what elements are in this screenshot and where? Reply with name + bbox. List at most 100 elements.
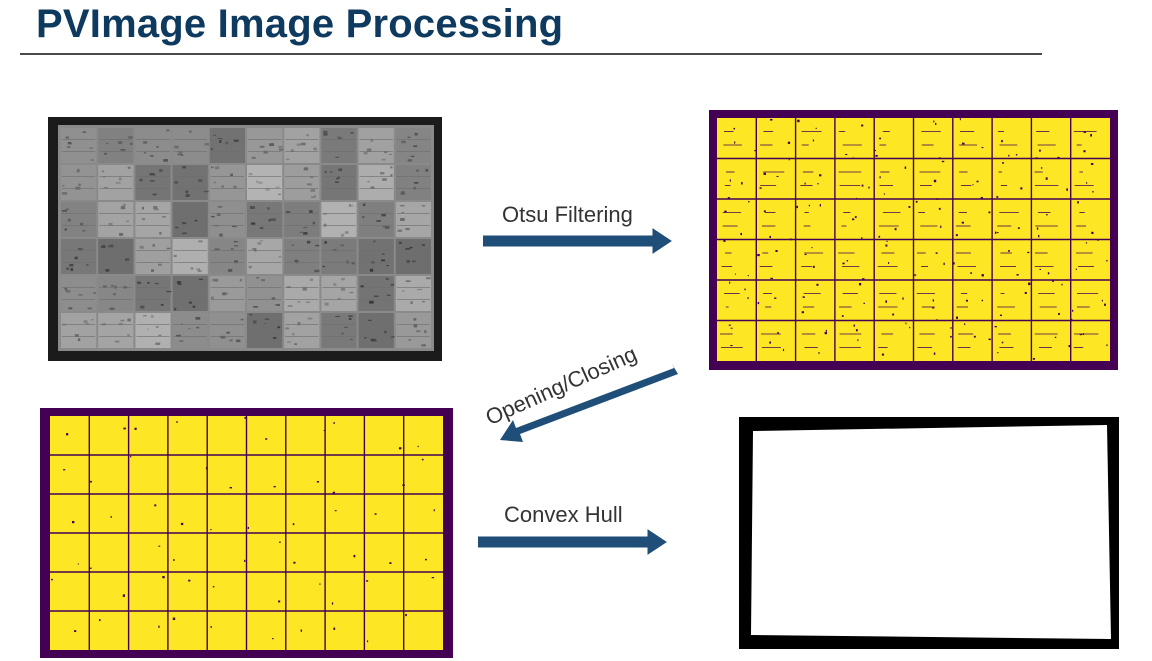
cell-defect-speck	[115, 182, 121, 184]
module-cell	[172, 239, 208, 274]
cell-defect-speck	[386, 294, 391, 296]
cell-defect-speck	[83, 320, 88, 324]
cell-defect-speck	[64, 228, 67, 231]
mask-speck	[941, 160, 945, 163]
cell-defect-speck	[231, 248, 234, 251]
mask-speck	[868, 186, 870, 189]
mask-speck	[433, 509, 435, 512]
cell-defect-speck	[232, 225, 237, 228]
cell-defect-speck	[139, 178, 143, 182]
cell-defect-speck	[296, 143, 302, 146]
mask-speck	[175, 421, 178, 423]
cell-defect-speck	[381, 213, 386, 217]
cell-defect-speck	[421, 205, 426, 207]
mask-speck	[1020, 187, 1023, 190]
module-cell	[135, 313, 171, 348]
cell-defect-speck	[177, 153, 183, 156]
otsu-mask-svg	[709, 110, 1118, 370]
cell-defect-speck	[236, 339, 241, 343]
cell-defect-speck	[118, 177, 122, 181]
cell-defect-speck	[102, 244, 105, 247]
cell-defect-speck	[381, 158, 386, 161]
cell-defect-speck	[362, 203, 366, 207]
cell-defect-speck	[225, 141, 228, 145]
mask-speck	[747, 297, 749, 299]
mask-speck	[811, 247, 813, 249]
mask-speck	[841, 315, 844, 317]
mask-speck	[824, 331, 828, 335]
cell-defect-speck	[381, 259, 386, 262]
mask-speck	[959, 118, 961, 121]
cell-defect-speck	[210, 148, 214, 151]
mask-speck	[1001, 341, 1004, 344]
cell-defect-speck	[146, 328, 149, 330]
cell-defect-speck	[109, 244, 114, 248]
mask-speck	[158, 625, 160, 628]
cell-defect-speck	[278, 146, 283, 148]
mask-speck	[71, 520, 75, 524]
mask-speck	[881, 353, 885, 356]
mask-speck	[1047, 272, 1050, 275]
cell-defect-speck	[166, 247, 171, 250]
cell-defect-speck	[120, 149, 126, 151]
cell-defect-speck	[372, 339, 377, 342]
mask-speck	[747, 275, 749, 277]
module-cell	[358, 202, 394, 237]
cell-defect-speck	[416, 330, 421, 333]
mask-speck	[1079, 333, 1082, 336]
mask-speck	[965, 299, 968, 302]
cell-defect-speck	[151, 269, 154, 272]
cell-defect-speck	[67, 141, 72, 145]
module-cell	[284, 165, 320, 200]
mask-speck	[1016, 274, 1019, 276]
cell-defect-speck	[384, 330, 387, 334]
mask-speck	[1057, 156, 1060, 159]
cell-defect-speck	[216, 213, 221, 217]
mask-speck	[212, 586, 215, 588]
cell-defect-speck	[336, 177, 339, 180]
cell-defect-speck	[219, 140, 222, 143]
module-cell	[284, 128, 320, 163]
cell-defect-speck	[350, 132, 354, 134]
mask-speck	[950, 335, 952, 338]
mask-speck	[1083, 150, 1086, 153]
cell-defect-speck	[211, 215, 215, 218]
cell-defect-speck	[303, 226, 308, 229]
mask-speck	[51, 578, 53, 581]
cell-defect-speck	[360, 285, 364, 288]
mask-speck	[770, 277, 773, 280]
cell-defect-speck	[390, 174, 393, 177]
mask-speck	[405, 613, 407, 617]
cell-defect-speck	[75, 186, 81, 190]
mask-speck	[74, 630, 77, 632]
cell-defect-speck	[155, 342, 161, 345]
cell-defect-speck	[103, 176, 106, 178]
module-cell	[172, 313, 208, 348]
cell-defect-speck	[323, 132, 328, 136]
cell-defect-speck	[335, 156, 340, 158]
mask-speck	[1101, 299, 1103, 302]
cell-defect-speck	[322, 213, 327, 215]
cell-defect-speck	[407, 159, 413, 162]
mask-speck	[863, 302, 865, 304]
cell-defect-speck	[270, 218, 276, 222]
module-cell	[358, 276, 394, 311]
mask-speck	[988, 338, 991, 341]
cell-defect-speck	[413, 186, 416, 190]
cell-defect-speck	[248, 265, 252, 269]
cell-defect-speck	[382, 178, 387, 181]
cell-defect-speck	[92, 292, 96, 294]
cell-defect-speck	[228, 268, 233, 272]
module-cell	[135, 128, 171, 163]
cell-defect-speck	[185, 190, 189, 194]
cell-defect-speck	[408, 339, 411, 341]
cell-defect-speck	[212, 279, 218, 281]
mask-speck	[909, 326, 911, 329]
cell-defect-speck	[108, 222, 113, 226]
mask-speck	[852, 218, 855, 221]
mask-speck	[842, 262, 845, 265]
cell-defect-speck	[153, 206, 158, 209]
cell-defect-speck	[152, 193, 157, 196]
mask-speck	[1068, 345, 1071, 348]
mask-speck	[845, 153, 848, 156]
